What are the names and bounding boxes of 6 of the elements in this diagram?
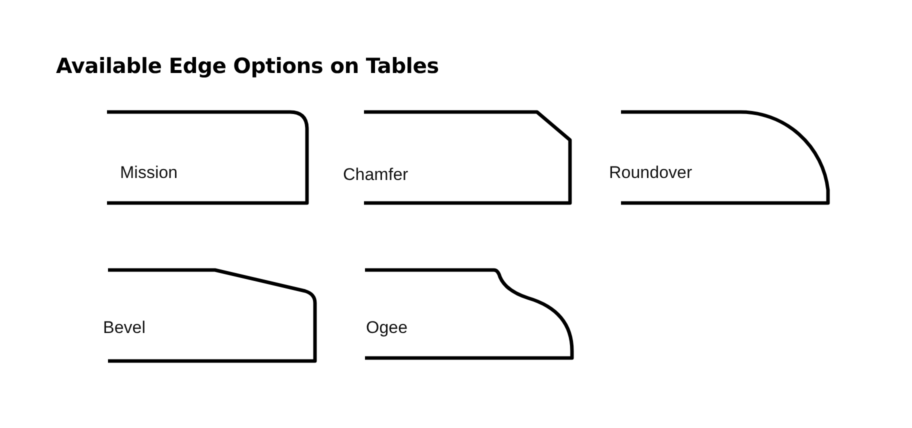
profile-label: Bevel	[103, 318, 146, 338]
profile-label: Chamfer	[343, 165, 408, 185]
profile-label: Ogee	[366, 318, 408, 338]
title: Available Edge Options on Tables	[56, 54, 439, 78]
profile-label: Roundover	[609, 163, 692, 183]
profile-label: Mission	[120, 163, 178, 183]
